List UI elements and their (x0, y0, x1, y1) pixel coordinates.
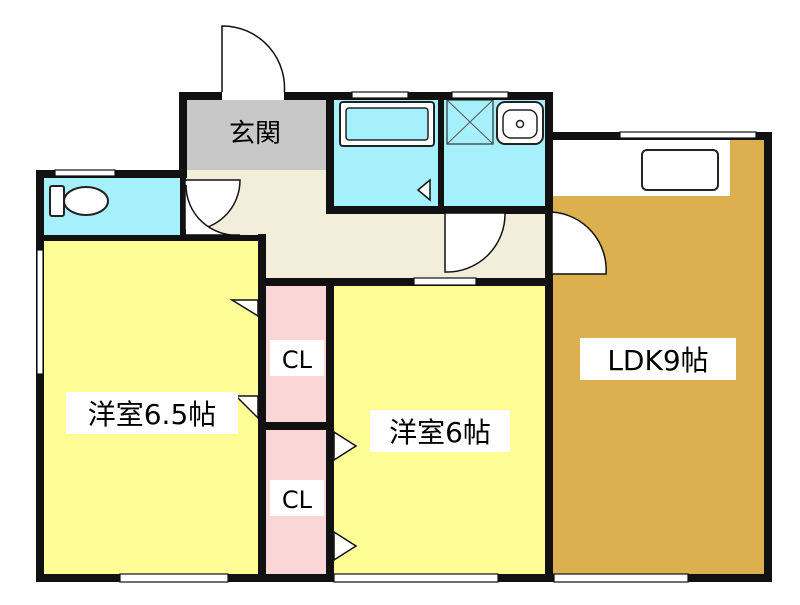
closet-door-a2 (234, 395, 259, 420)
room-a-door-swing (185, 184, 241, 236)
windows (36, 91, 757, 583)
closet-lower-label: CL (282, 486, 313, 514)
entrance-floor (183, 96, 327, 170)
window-wash (451, 91, 509, 99)
closet-upper-label: CL (282, 346, 313, 374)
bath-door-swing (416, 178, 431, 202)
window-room-a-side (36, 249, 44, 375)
closet-upper-label-box: CL (270, 340, 324, 376)
window-ldk-top (619, 131, 757, 139)
ldk-label-box: LDK9帖 (580, 338, 736, 380)
bathtub-icon (339, 101, 435, 147)
closet-door-a1 (229, 299, 259, 318)
entrance-label: 玄関 (229, 119, 281, 149)
ldk-label: LDK9帖 (607, 344, 708, 377)
western-room-b-label: 洋室6帖 (389, 416, 491, 449)
closet-lower-label-box: CL (270, 480, 324, 516)
toilet-icon (49, 185, 109, 217)
sink-icon (496, 101, 544, 145)
ldk-door-swing (551, 211, 607, 275)
front-door-swing (221, 25, 286, 97)
western-room-b-label-box: 洋室6帖 (370, 410, 510, 452)
window-ldk-bottom (553, 573, 689, 583)
window-room-b-bottom (333, 573, 499, 583)
window-toilet (54, 169, 116, 177)
western-room-a-label: 洋室6.5帖 (88, 398, 217, 431)
western-room-a-label-box: 洋室6.5帖 (66, 392, 238, 434)
kitchen-sink-icon (641, 149, 719, 191)
entrance-label-box: 玄関 (229, 119, 281, 149)
window-hall (413, 277, 477, 286)
closet-door-b1 (333, 430, 358, 462)
wash-door-swing (444, 212, 506, 273)
closet-door-b2 (333, 530, 358, 562)
window-room-a-bottom (119, 573, 229, 583)
window-bath (351, 91, 409, 99)
doors (184, 25, 607, 562)
